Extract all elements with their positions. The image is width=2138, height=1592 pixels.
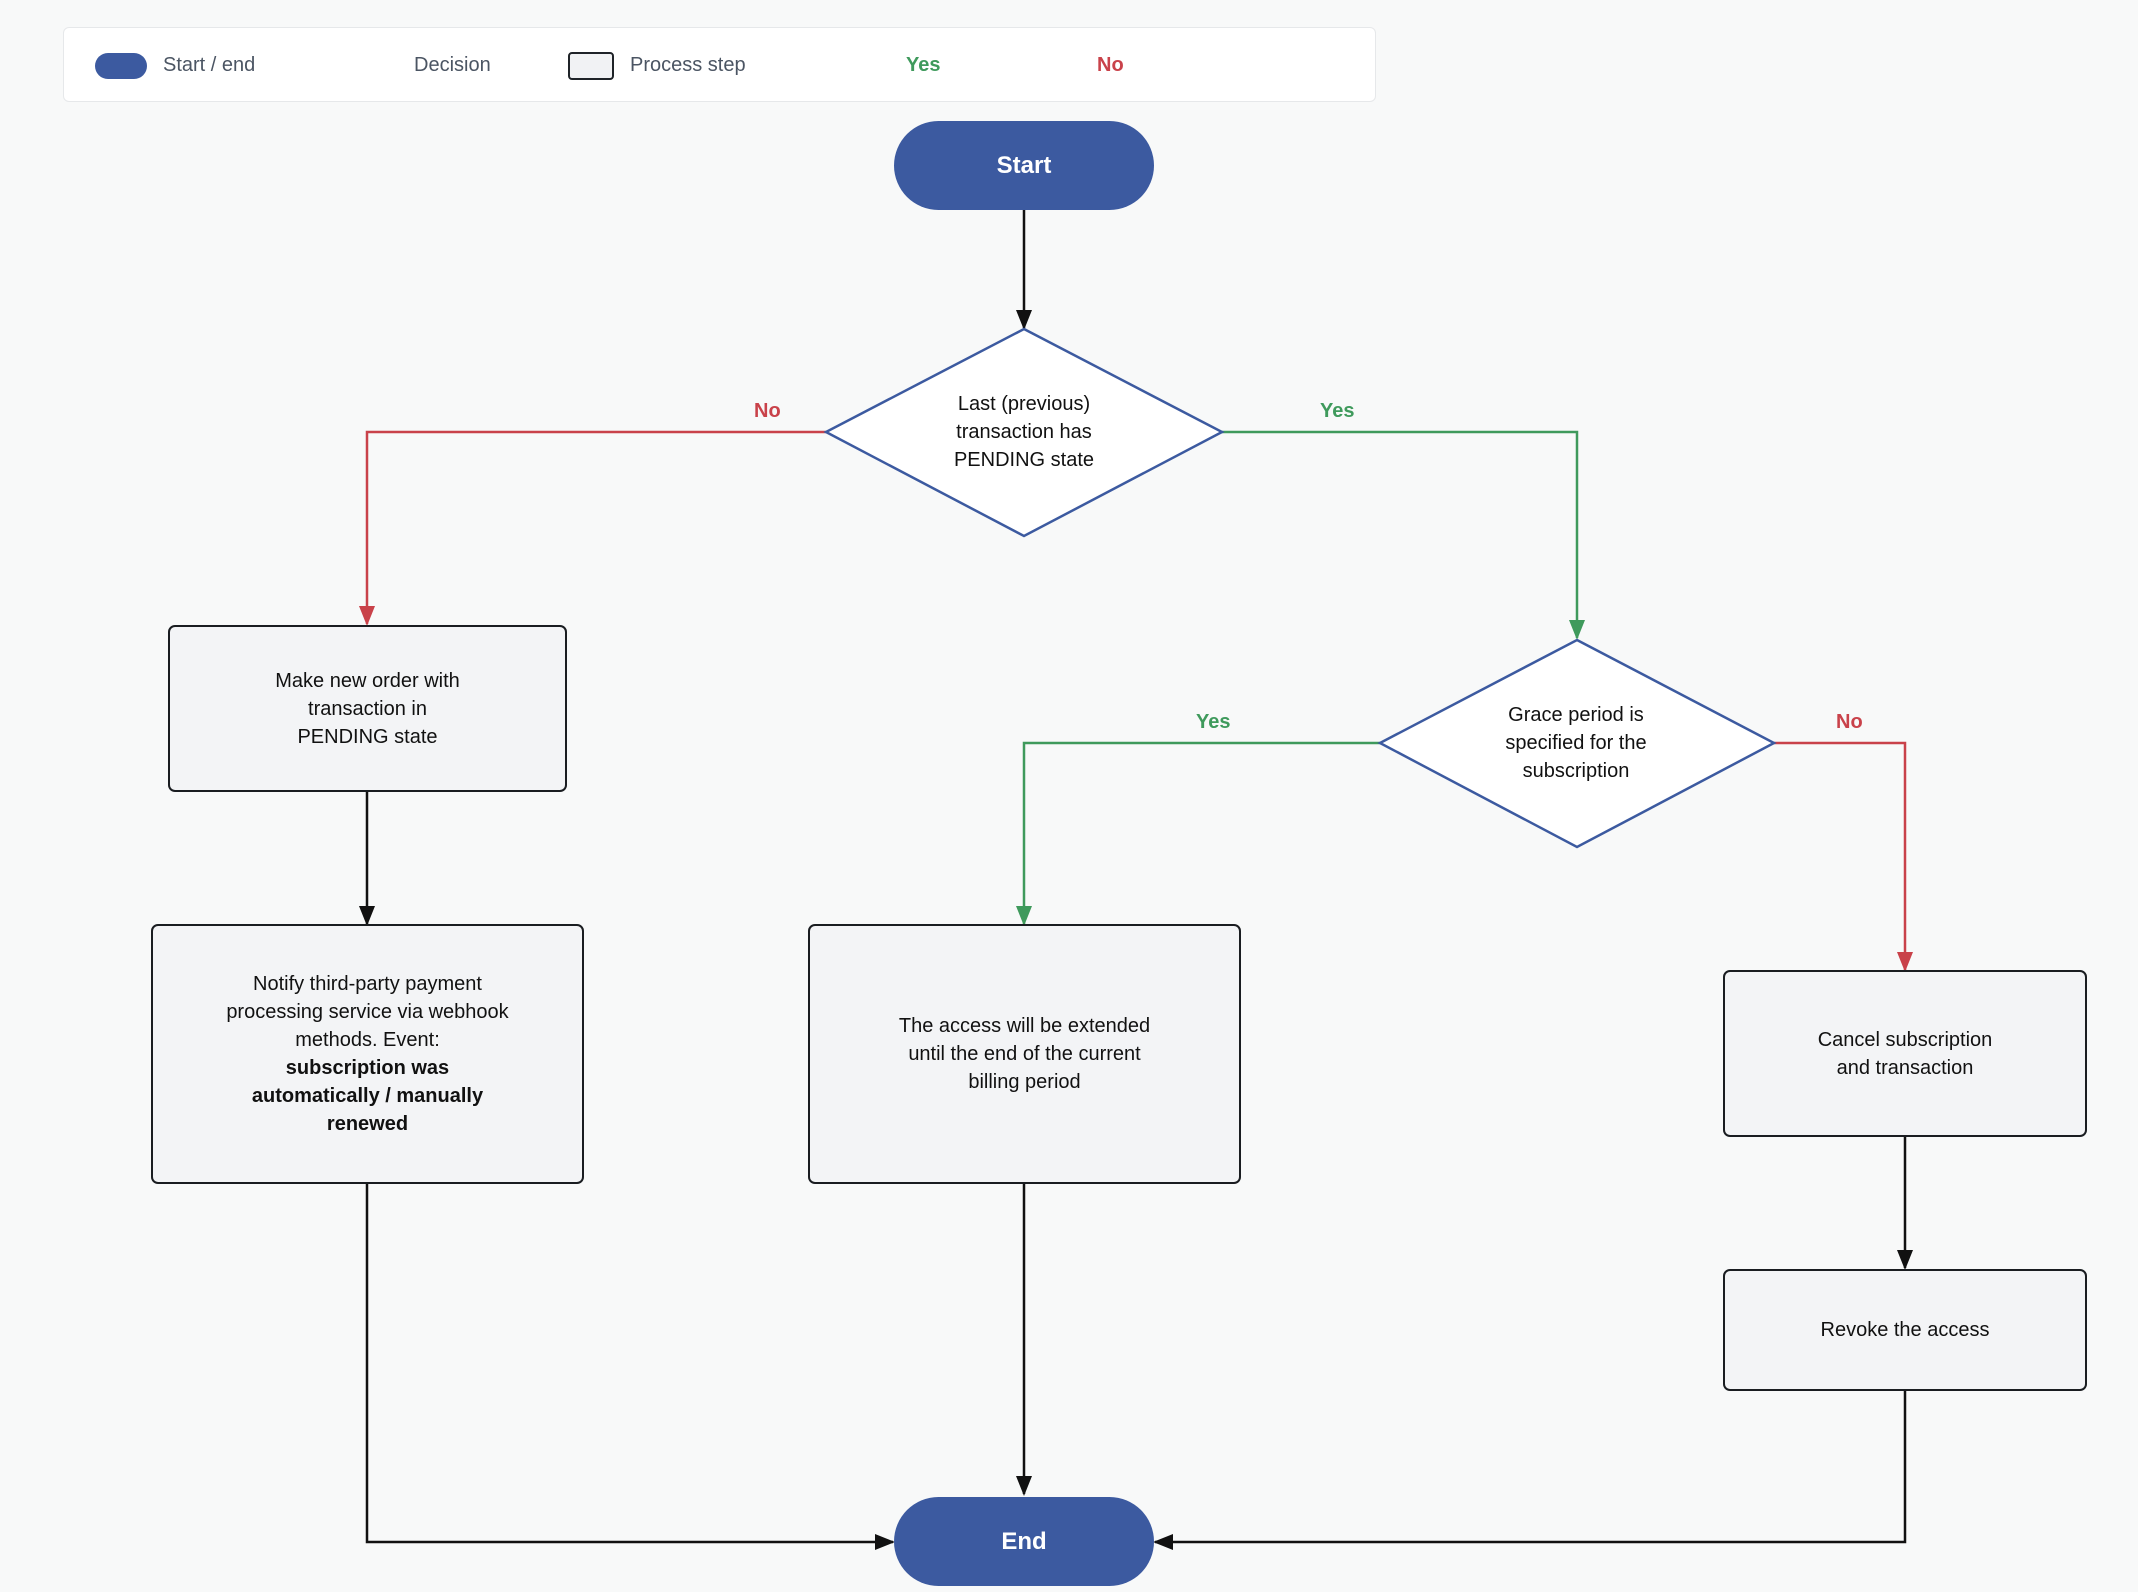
edge-grace-yes (1016, 741, 1380, 926)
process-notify: Notify third-party payment processing se… (151, 924, 584, 1184)
terminal-swatch-icon (95, 52, 147, 79)
legend-process: Process step (568, 28, 746, 103)
process-revoke: Revoke the access (1723, 1269, 2087, 1391)
process-cancel: Cancel subscription and transaction (1723, 970, 2087, 1137)
decision-grace-shape (1377, 638, 1777, 849)
legend-process-label: Process step (630, 54, 746, 76)
decision-grace-label: Grace period is specified for the subscr… (1505, 704, 1647, 782)
legend: Start / end Decision Process step Yes No (63, 27, 1376, 102)
legend-decision-label: Decision (414, 54, 491, 76)
legend-terminal: Start / end (95, 28, 255, 103)
process-revoke-label: Revoke the access (1820, 1319, 1990, 1341)
edge-grace-no (1774, 741, 1913, 972)
process-swatch-icon (568, 51, 614, 80)
process-make-order-label: Make new order with transaction in PENDI… (275, 669, 460, 748)
process-notify-label: Notify third-party payment processing se… (226, 973, 509, 1051)
edge-pending-yes (1222, 430, 1585, 640)
legend-yes-label: Yes (906, 54, 941, 76)
edge-label-pending-yes: Yes (1320, 400, 1355, 422)
process-make-order: Make new order with transaction in PENDI… (168, 625, 567, 792)
edge-revoke-to-end (1153, 1391, 1907, 1550)
end-node: End (894, 1497, 1154, 1586)
process-cancel-label: Cancel subscription and transaction (1817, 1028, 1993, 1079)
process-access-extended: The access will be extended until the en… (808, 924, 1241, 1184)
legend-no-label: No (1097, 54, 1124, 76)
decision-pending-label: Last (previous) transaction has PENDING … (953, 393, 1095, 471)
edge-label-grace-yes: Yes (1196, 711, 1231, 733)
edge-pending-no (359, 430, 826, 626)
edge-label-pending-no: No (754, 400, 781, 422)
decision-pending-shape (823, 327, 1225, 538)
start-node: Start (894, 121, 1154, 210)
process-access-extended-label: The access will be extended until the en… (898, 1015, 1151, 1093)
legend-no: No (1097, 28, 1124, 103)
legend-yes: Yes (906, 28, 940, 103)
edge-notify-to-end (365, 1184, 895, 1550)
legend-terminal-label: Start / end (163, 54, 256, 76)
process-notify-event: subscription was automatically / manuall… (251, 1057, 484, 1135)
edge-label-grace-no: No (1836, 711, 1863, 733)
legend-decision: Decision (342, 28, 491, 103)
